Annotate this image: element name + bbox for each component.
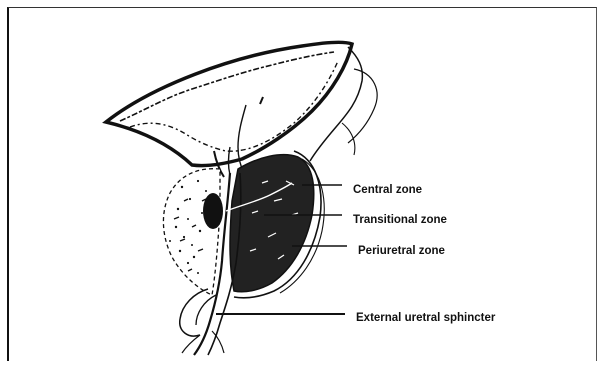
dark-oval-structure [203, 193, 223, 229]
prostate-anatomy-illustration [9, 8, 597, 361]
bladder [106, 42, 377, 165]
label-periuretral-zone: Periuretral zone [358, 246, 445, 258]
label-external-sphincter: External uretral sphincter [356, 313, 495, 325]
peripheral-zone [163, 169, 220, 295]
label-central-zone: Central zone [353, 185, 422, 197]
label-transitional-zone: Transitional zone [353, 215, 447, 227]
central-transitional-zone [230, 155, 314, 292]
figure-frame: Central zone Transitional zone Periuretr… [7, 7, 597, 361]
